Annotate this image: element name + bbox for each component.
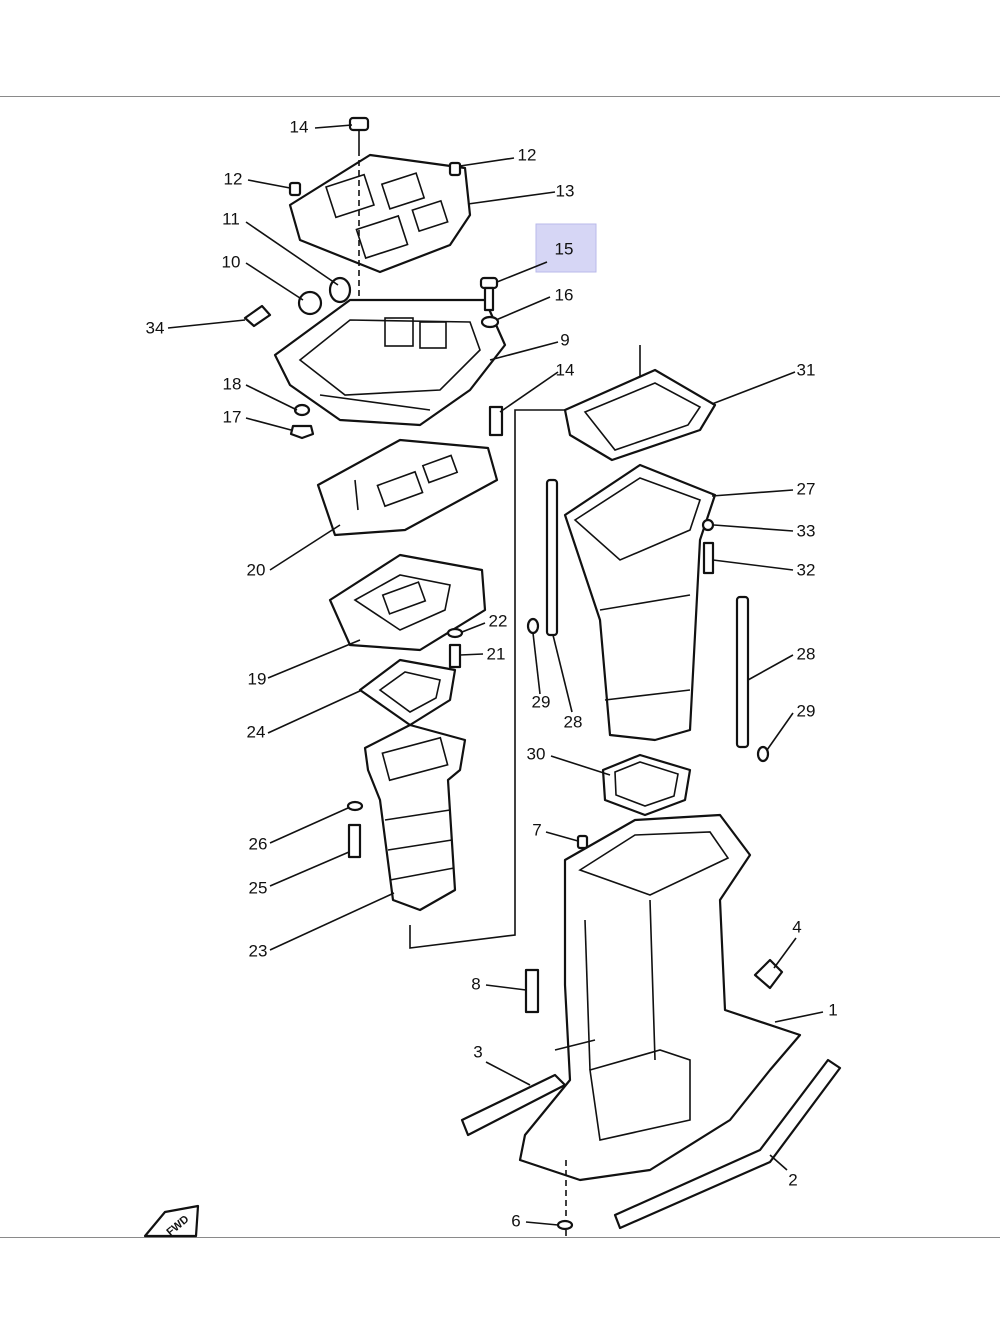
label-27: 27 (797, 479, 816, 498)
fwd-mark: FWD (143, 1204, 200, 1239)
part-29-ring-left (526, 617, 540, 635)
part-13-gasket (288, 153, 472, 274)
part-7-dowel (576, 834, 589, 850)
label-29-left: 29 (532, 692, 551, 711)
part-20-gasket (316, 438, 499, 537)
label-7: 7 (532, 820, 541, 839)
label-9: 9 (560, 330, 569, 349)
label-28-right: 28 (797, 644, 816, 663)
part-18-washer (293, 403, 311, 417)
part-17-nut (289, 424, 315, 440)
part-25-bolt (347, 823, 362, 859)
label-3: 3 (473, 1042, 482, 1061)
part-24-gasket (358, 658, 457, 727)
part-32-bolt (702, 541, 715, 575)
part-15-bolt (479, 276, 499, 312)
part-27-oil-pan (563, 463, 717, 742)
part-29-ring-right (756, 745, 770, 763)
part-labels: 14 12 12 13 11 15 10 16 34 9 14 31 18 17… (146, 117, 838, 1230)
label-26: 26 (249, 834, 268, 853)
leader-lines (167, 124, 824, 1226)
label-23: 23 (249, 941, 268, 960)
label-20: 20 (247, 560, 266, 579)
label-14-top: 14 (290, 117, 309, 136)
label-13: 13 (556, 181, 575, 200)
label-19: 19 (248, 669, 267, 688)
label-30: 30 (527, 744, 546, 763)
label-18: 18 (223, 374, 242, 393)
part-12-dowel-left (288, 181, 302, 197)
label-25: 25 (249, 878, 268, 897)
part-33-washer (701, 518, 715, 532)
label-2: 2 (788, 1170, 797, 1189)
label-1: 1 (828, 1000, 837, 1019)
label-22: 22 (489, 611, 508, 630)
label-4: 4 (792, 917, 801, 936)
label-24: 24 (247, 722, 266, 741)
label-31: 31 (797, 360, 816, 379)
part-4-grommet (753, 958, 784, 990)
label-12-right: 12 (518, 145, 537, 164)
label-29-right: 29 (797, 701, 816, 720)
part-11-spring (328, 276, 352, 304)
part-19-exhaust-guide (328, 553, 487, 652)
part-34-fitting (243, 304, 272, 328)
label-14-lower: 14 (556, 360, 575, 379)
label-28-left: 28 (564, 712, 583, 731)
part-12-dowel-right (448, 161, 462, 177)
part-8-bolt (524, 968, 540, 1014)
part-22-washer (446, 627, 464, 639)
part-23-exhaust-pipe (363, 723, 467, 912)
label-34: 34 (146, 318, 165, 337)
part-28-rod-right (735, 595, 750, 749)
part-28-rod-left (545, 478, 559, 637)
part-14-bolt-top (348, 116, 370, 150)
label-8: 8 (471, 974, 480, 993)
frame-bottom-border (0, 1237, 1000, 1238)
label-15: 15 (555, 239, 574, 258)
label-32: 32 (797, 560, 816, 579)
part-30-seal (601, 753, 692, 817)
label-16: 16 (555, 285, 574, 304)
label-33: 33 (797, 521, 816, 540)
label-11: 11 (222, 209, 240, 228)
label-21: 21 (487, 644, 506, 663)
label-12-left: 12 (224, 169, 243, 188)
part-6-washer (556, 1219, 574, 1231)
label-17: 17 (223, 407, 242, 426)
part-26-washer (346, 800, 364, 812)
part-2-rubber-strip (613, 1058, 842, 1230)
label-6: 6 (511, 1211, 520, 1230)
part-1-lower-casing (518, 813, 802, 1182)
highlight-box-15 (535, 223, 597, 273)
frame-top-border (0, 96, 1000, 97)
part-21-bolt (448, 643, 462, 669)
label-10: 10 (222, 252, 241, 271)
part-16-washer (480, 315, 500, 329)
part-31-gasket (563, 368, 717, 462)
part-3-rubber-strip (460, 1073, 567, 1137)
part-9-upper-casing (273, 298, 507, 427)
part-10-seal (297, 290, 323, 316)
part-14-bolt-lower (488, 405, 504, 437)
